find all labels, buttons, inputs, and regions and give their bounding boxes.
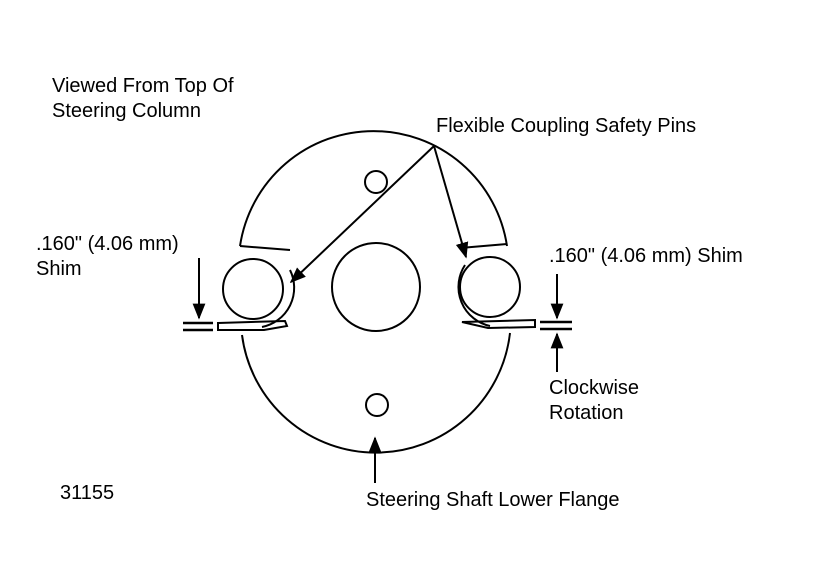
right-safety-pin [459,256,521,318]
rotation-label-line1: Clockwise [549,377,639,399]
safety-pins-label: Flexible Coupling Safety Pins [436,115,696,137]
left-notch-edge [239,245,291,251]
right-shim-plate [461,318,536,330]
left-safety-pin [222,258,284,320]
top-bolt-hole [364,170,388,194]
right-shim-label: .160" (4.06 mm) Shim [549,245,743,267]
left-shim-label-line1: .160" (4.06 mm) [36,233,179,255]
center-shaft-bore [331,242,421,332]
flange-label: Steering Shaft Lower Flange [366,489,620,511]
right-notch-edge [459,243,508,249]
safety-pin-arrow-left [289,145,435,284]
left-pin-clip [261,269,296,328]
safety-pin-arrow-right [433,145,469,259]
right-pin-clip [457,264,491,327]
bottom-bolt-hole [365,393,389,417]
viewed-label-line1: Viewed From Top Of [52,75,234,97]
left-shim-plate [217,319,289,331]
viewed-label-line2: Steering Column [52,100,201,122]
lower-flange-arc [241,332,511,454]
rotation-label-line2: Rotation [549,402,624,424]
upper-flange-arc [239,130,508,247]
figure-number: 31155 [60,482,114,504]
left-shim-label-line2: Shim [36,258,82,280]
